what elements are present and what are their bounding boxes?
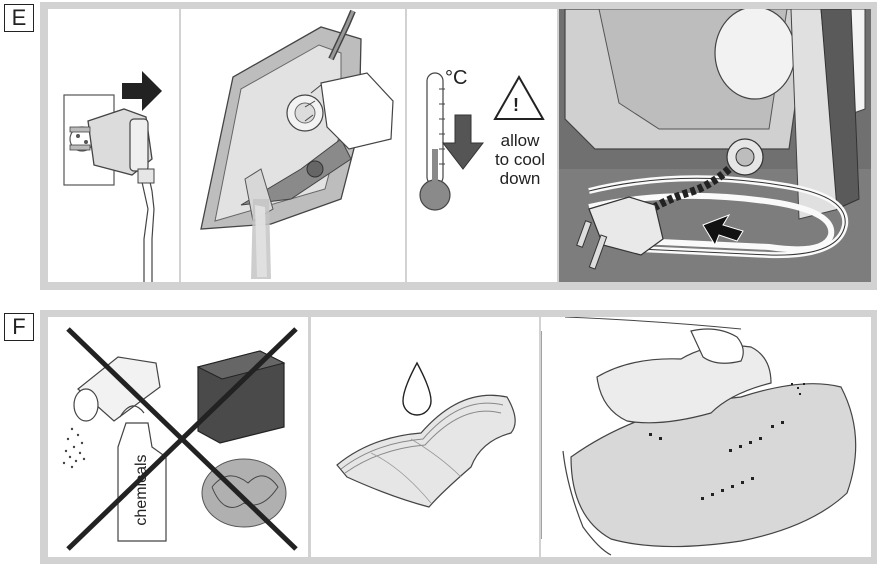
panel-unplug [48,9,179,282]
warning-symbol: ! [513,95,519,116]
panel-no-abrasives: chemicals [48,317,308,557]
temperature-unit: °C [445,67,467,90]
panel-iron-steam [181,9,405,282]
panel-cool-down: ! °C allow to cool down [407,9,557,282]
panel-wipe-soleplate [541,317,871,557]
cord-storage-icon [559,9,871,282]
iron-unplug-icon [181,9,405,282]
cool-down-text: allow to cool down [485,131,555,188]
cool-text-line2: to cool [485,150,555,169]
prohibited-cross-icon [48,317,308,557]
section-label-f: F [4,313,34,341]
panel-damp-cloth [311,317,539,557]
panel-cord-storage [559,9,871,282]
cool-text-line1: allow [485,131,555,150]
wipe-soleplate-icon [541,317,871,557]
damp-cloth-icon [311,317,539,557]
unplug-arrow-icon [48,9,179,282]
cool-text-line3: down [485,169,555,188]
section-label-e: E [4,4,34,32]
